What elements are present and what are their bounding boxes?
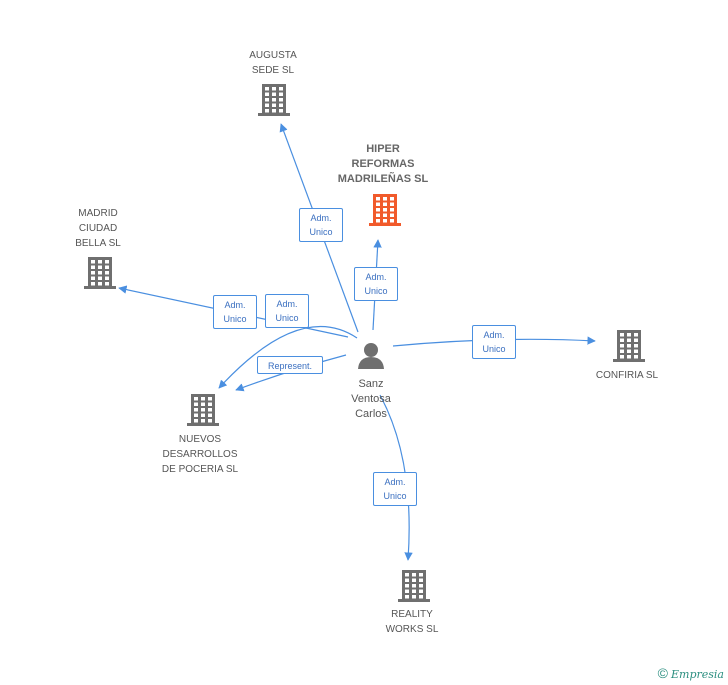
company-name-hiper[interactable]: HIPER REFORMAS MADRILEÑAS SL bbox=[337, 143, 429, 185]
company-name-nuevos[interactable]: NUEVOS DESARROLLOS DE POCERIA SL bbox=[161, 434, 239, 475]
company-name-madrid[interactable]: MADRID CIUDAD BELLA SL bbox=[75, 208, 121, 249]
brand-logo[interactable]: Empresia bbox=[671, 668, 724, 681]
relation-label-augusta[interactable]: Adm. Unico bbox=[299, 208, 343, 242]
company-name-confiria[interactable]: CONFIRIA SL bbox=[595, 370, 659, 381]
relation-label-nuevos[interactable]: Adm. Unico bbox=[265, 294, 309, 328]
relation-label-hiper[interactable]: Adm. Unico bbox=[354, 267, 398, 301]
building-icon[interactable] bbox=[84, 257, 116, 289]
building-icon[interactable] bbox=[369, 194, 401, 226]
building-icon[interactable] bbox=[187, 394, 219, 426]
person-icon[interactable] bbox=[358, 343, 384, 369]
company-name-reality[interactable]: REALITY WORKS SL bbox=[385, 609, 439, 635]
building-icon[interactable] bbox=[613, 330, 645, 362]
relation-label-madrid[interactable]: Adm. Unico bbox=[213, 295, 257, 329]
copyright-notice: © Empresia bbox=[658, 665, 724, 681]
relation-label-nuevos[interactable]: Represent. bbox=[257, 356, 323, 374]
company-name-augusta[interactable]: AUGUSTA SEDE SL bbox=[249, 50, 297, 76]
building-icon[interactable] bbox=[258, 84, 290, 116]
relation-edge-reality bbox=[379, 394, 413, 561]
relation-label-reality[interactable]: Adm. Unico bbox=[373, 472, 417, 506]
relation-label-confiria[interactable]: Adm. Unico bbox=[472, 325, 516, 359]
person-name[interactable]: Sanz Ventosa Carlos bbox=[351, 378, 391, 420]
building-icon[interactable] bbox=[398, 570, 430, 602]
copyright-symbol: © bbox=[657, 665, 668, 681]
relation-edge-nuevos bbox=[218, 325, 358, 389]
